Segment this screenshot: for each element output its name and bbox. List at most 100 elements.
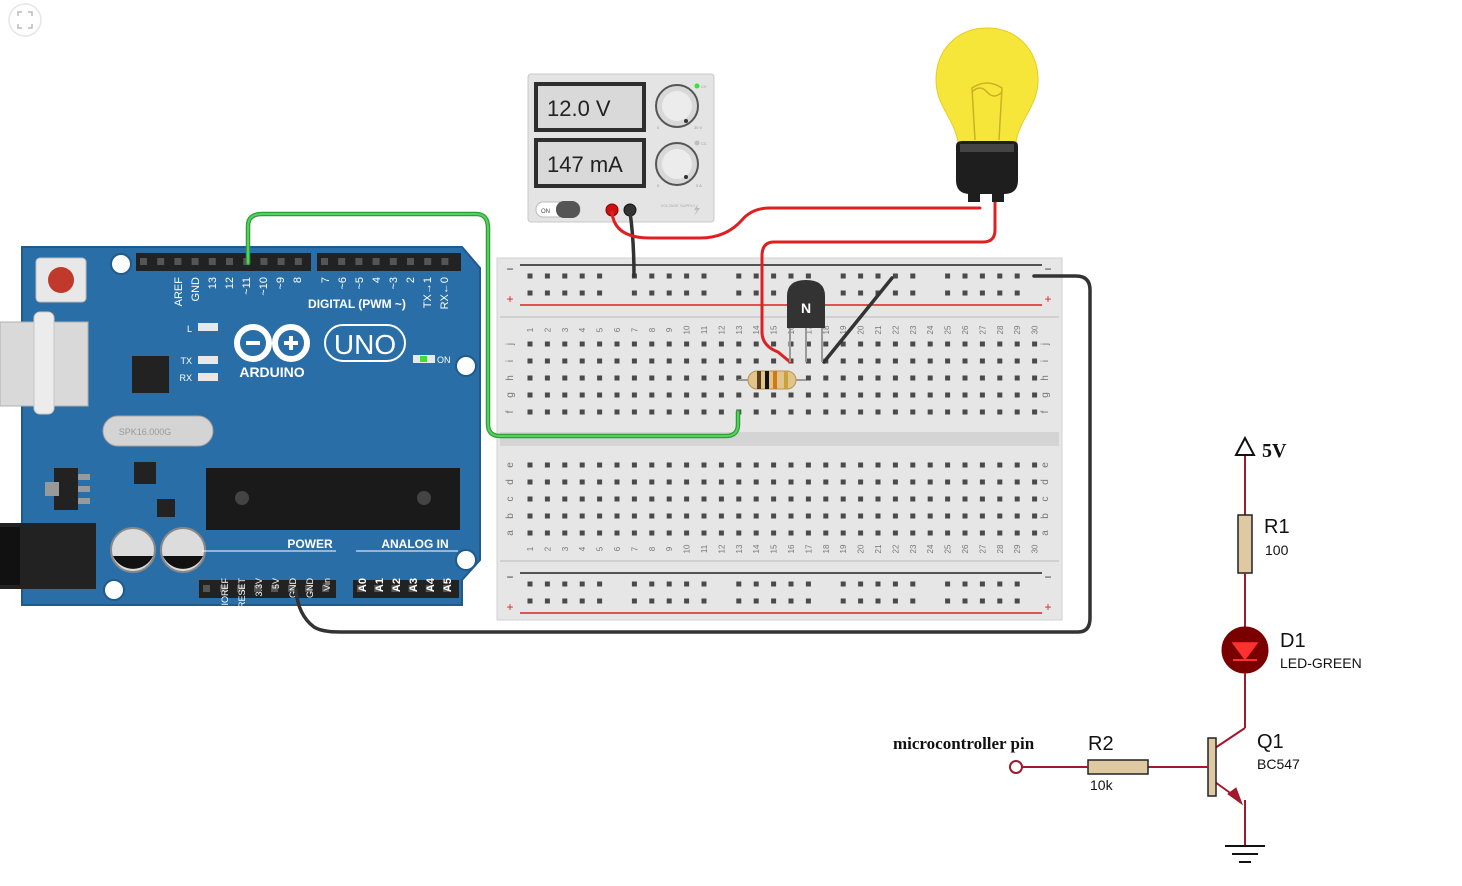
breadboard-hole[interactable] <box>614 513 620 519</box>
breadboard-hole[interactable] <box>979 462 985 468</box>
breadboard-hole[interactable] <box>892 496 898 502</box>
breadboard-hole[interactable] <box>945 290 951 296</box>
breadboard-hole[interactable] <box>805 375 811 381</box>
breadboard-hole[interactable] <box>840 598 846 604</box>
breadboard-hole[interactable] <box>858 462 864 468</box>
breadboard-hole[interactable] <box>823 341 829 347</box>
breadboard-hole[interactable] <box>666 409 672 415</box>
breadboard-hole[interactable] <box>544 409 550 415</box>
breadboard-hole[interactable] <box>701 462 707 468</box>
breadboard-hole[interactable] <box>701 341 707 347</box>
breadboard-hole[interactable] <box>562 375 568 381</box>
breadboard-hole[interactable] <box>736 513 742 519</box>
header-pin[interactable] <box>355 258 363 265</box>
breadboard-hole[interactable] <box>892 409 898 415</box>
breadboard-hole[interactable] <box>597 581 603 587</box>
breadboard-hole[interactable] <box>945 513 951 519</box>
breadboard-hole[interactable] <box>631 530 637 536</box>
breadboard-hole[interactable] <box>962 513 968 519</box>
breadboard-hole[interactable] <box>631 392 637 398</box>
power-switch[interactable]: ON <box>535 201 581 218</box>
breadboard-hole[interactable] <box>527 375 533 381</box>
breadboard-hole[interactable] <box>892 530 898 536</box>
breadboard-hole[interactable] <box>927 530 933 536</box>
breadboard-hole[interactable] <box>892 341 898 347</box>
breadboard-hole[interactable] <box>666 341 672 347</box>
breadboard-hole[interactable] <box>910 496 916 502</box>
breadboard-hole[interactable] <box>1014 598 1020 604</box>
breadboard-hole[interactable] <box>527 273 533 279</box>
header-pin[interactable] <box>140 258 147 265</box>
breadboard-hole[interactable] <box>910 358 916 364</box>
breadboard-hole[interactable] <box>666 598 672 604</box>
breadboard-hole[interactable] <box>544 392 550 398</box>
breadboard-hole[interactable] <box>753 598 759 604</box>
breadboard-hole[interactable] <box>1014 341 1020 347</box>
breadboard-hole[interactable] <box>544 273 550 279</box>
breadboard-hole[interactable] <box>684 409 690 415</box>
breadboard-hole[interactable] <box>979 598 985 604</box>
breadboard-hole[interactable] <box>562 290 568 296</box>
breadboard-hole[interactable] <box>875 409 881 415</box>
breadboard-hole[interactable] <box>631 358 637 364</box>
breadboard-hole[interactable] <box>701 530 707 536</box>
breadboard-hole[interactable] <box>562 479 568 485</box>
header-pin[interactable] <box>157 258 165 265</box>
breadboard-hole[interactable] <box>910 392 916 398</box>
breadboard-hole[interactable] <box>1014 409 1020 415</box>
breadboard-hole[interactable] <box>579 598 585 604</box>
breadboard-hole[interactable] <box>631 409 637 415</box>
breadboard-hole[interactable] <box>805 598 811 604</box>
breadboard-hole[interactable] <box>597 530 603 536</box>
breadboard-hole[interactable] <box>736 273 742 279</box>
breadboard-hole[interactable] <box>701 358 707 364</box>
header-pin[interactable] <box>407 258 414 265</box>
breadboard-hole[interactable] <box>771 462 777 468</box>
breadboard-hole[interactable] <box>945 273 951 279</box>
breadboard-hole[interactable] <box>927 513 933 519</box>
breadboard-hole[interactable] <box>753 479 759 485</box>
breadboard-hole[interactable] <box>1032 530 1038 536</box>
breadboard-hole[interactable] <box>1014 581 1020 587</box>
breadboard-hole[interactable] <box>666 530 672 536</box>
breadboard-hole[interactable] <box>997 392 1003 398</box>
breadboard-hole[interactable] <box>927 358 933 364</box>
breadboard-hole[interactable] <box>997 581 1003 587</box>
breadboard-hole[interactable] <box>858 341 864 347</box>
breadboard-hole[interactable] <box>736 358 742 364</box>
breadboard-hole[interactable] <box>1014 496 1020 502</box>
breadboard-hole[interactable] <box>544 462 550 468</box>
breadboard-hole[interactable] <box>701 581 707 587</box>
breadboard-hole[interactable] <box>718 462 724 468</box>
breadboard-hole[interactable] <box>684 530 690 536</box>
breadboard-hole[interactable] <box>875 479 881 485</box>
breadboard-hole[interactable] <box>875 358 881 364</box>
breadboard-hole[interactable] <box>562 392 568 398</box>
breadboard-hole[interactable] <box>875 392 881 398</box>
breadboard-hole[interactable] <box>788 530 794 536</box>
breadboard-hole[interactable] <box>649 358 655 364</box>
breadboard-hole[interactable] <box>631 598 637 604</box>
breadboard-hole[interactable] <box>771 290 777 296</box>
breadboard-hole[interactable] <box>736 375 742 381</box>
header-pin[interactable] <box>389 258 397 265</box>
breadboard-hole[interactable] <box>1032 341 1038 347</box>
breadboard-hole[interactable] <box>858 513 864 519</box>
arduino-uno-board[interactable]: SPK16.000G ARDUINO UNO L TX <box>0 246 481 608</box>
breadboard-hole[interactable] <box>858 598 864 604</box>
breadboard-hole[interactable] <box>892 479 898 485</box>
breadboard-hole[interactable] <box>527 409 533 415</box>
header-pin[interactable] <box>294 258 302 265</box>
breadboard-hole[interactable] <box>544 598 550 604</box>
breadboard-hole[interactable] <box>736 462 742 468</box>
breadboard-hole[interactable] <box>597 409 603 415</box>
breadboard-hole[interactable] <box>684 392 690 398</box>
header-pin[interactable] <box>338 258 346 265</box>
breadboard-hole[interactable] <box>927 341 933 347</box>
breadboard-hole[interactable] <box>858 290 864 296</box>
breadboard-hole[interactable] <box>823 530 829 536</box>
breadboard-hole[interactable] <box>979 513 985 519</box>
breadboard-hole[interactable] <box>910 530 916 536</box>
breadboard-hole[interactable] <box>562 496 568 502</box>
breadboard-hole[interactable] <box>840 530 846 536</box>
